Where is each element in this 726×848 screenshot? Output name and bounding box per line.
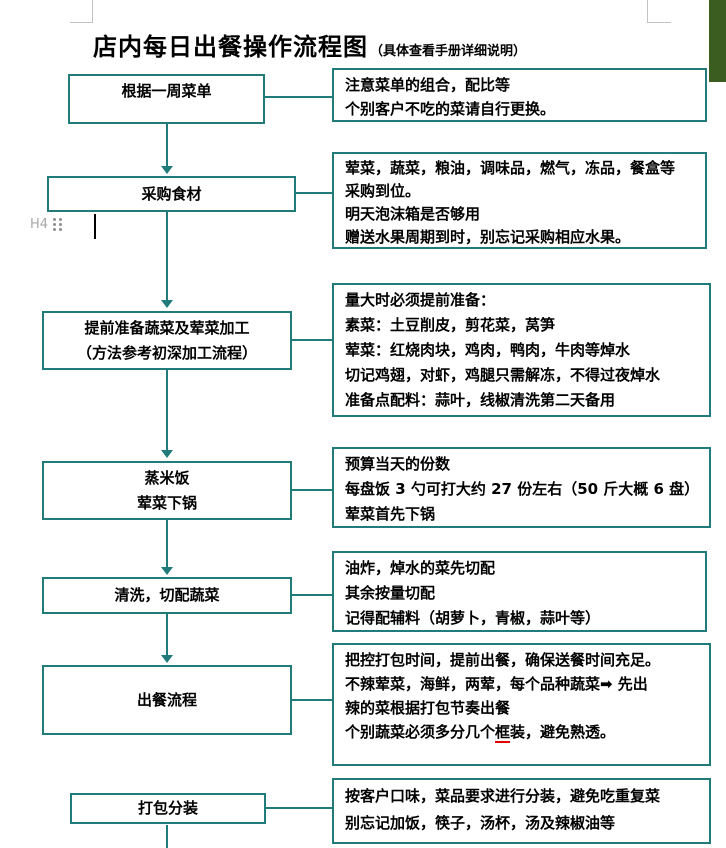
heading-level-marker[interactable]: H4: [30, 217, 49, 232]
note-line: 预算当天的份数: [345, 455, 451, 473]
note-line: 记得配辅料（胡萝卜，青椒，蒜叶等）: [345, 609, 601, 627]
note-box-weekly-menu[interactable]: 注意菜单的组合，配比等 个别客户不吃的菜请自行更换。: [332, 68, 707, 122]
note-line: 个别客户不吃的菜请自行更换。: [345, 100, 556, 118]
note-line: 按客户口味，菜品要求进行分装，避免吃重复菜: [345, 787, 661, 805]
title-subtitle: （具体查看手册详细说明）: [370, 44, 527, 59]
note-line: 切记鸡翅，对虾，鸡腿只需解冻，不得过夜焯水: [345, 366, 661, 384]
flow-step-weekly-menu[interactable]: 根据一周菜单: [68, 74, 265, 124]
down-arrow-connector: [160, 370, 174, 458]
note-line: 荤菜首先下锅: [345, 505, 436, 523]
crop-mark-right-vertical: [647, 0, 648, 22]
horizontal-connector: [265, 96, 332, 98]
note-line: 个别蔬菜必须多分几个框装，避免熟透。: [345, 720, 698, 744]
drag-handle-icon[interactable]: [53, 218, 62, 231]
flow-step-label: 出餐流程: [136, 690, 197, 709]
note-line: 油炸，焯水的菜先切配: [345, 559, 496, 577]
horizontal-connector: [292, 339, 332, 341]
flow-step-label: 打包分装: [137, 799, 198, 817]
dot: [59, 223, 62, 226]
note-line: 其余按量切配: [345, 584, 436, 602]
flow-step-label: 采购食材: [141, 184, 202, 203]
flow-step-serve[interactable]: 出餐流程: [42, 665, 292, 735]
note-line: 每盘饭 3 勺可打大约 27 份左右（50 斤大概 6 盘）: [345, 480, 700, 498]
note-line: 荤菜：红烧肉块，鸡肉，鸭肉，牛肉等焯水: [345, 341, 631, 359]
arrowhead-icon: [161, 450, 173, 458]
horizontal-connector: [292, 489, 332, 491]
arrowhead-icon: [161, 567, 173, 575]
flow-step-label: 清洗，切配蔬菜: [114, 586, 220, 604]
page-title: 店内每日出餐操作流程图 （具体查看手册详细说明）: [93, 27, 526, 62]
horizontal-connector: [296, 192, 332, 194]
flow-step-label: 蒸米饭: [144, 468, 190, 487]
text-cursor: [94, 214, 96, 239]
horizontal-connector: [292, 594, 332, 596]
dot: [53, 228, 56, 231]
horizontal-connector: [266, 807, 332, 809]
flow-step-prep[interactable]: 提前准备蔬菜及荤菜加工 （方法参考初深加工流程）: [42, 311, 292, 370]
dot: [59, 218, 62, 221]
arrowhead-icon: [161, 300, 173, 308]
note-box-pack[interactable]: 按客户口味，菜品要求进行分装，避免吃重复菜 别忘记加饭，筷子，汤杯，汤及辣椒油等: [332, 778, 711, 844]
note-box-cook-rice[interactable]: 预算当天的份数 每盘饭 3 勺可打大约 27 份左右（50 斤大概 6 盘） 荤…: [332, 447, 711, 528]
dot: [53, 218, 56, 221]
down-arrow-connector: [160, 520, 174, 575]
note-line: 赠送水果周期到时，别忘记采购相应水果。: [345, 228, 631, 246]
down-arrow-connector: [160, 212, 174, 308]
flow-step-label: 荤菜下锅: [136, 493, 197, 512]
flow-step-label: 根据一周菜单: [121, 82, 212, 100]
note-line: 采购到位。: [345, 182, 421, 200]
note-line: 不辣荤菜，海鲜，两荤，每个品种蔬菜➡ 先出: [345, 675, 648, 693]
flow-step-label: 提前准备蔬菜及荤菜加工: [84, 318, 250, 337]
note-line: 把控打包时间，提前出餐，确保送餐时间充足。: [345, 651, 661, 669]
flow-step-wash-cut[interactable]: 清洗，切配蔬菜: [42, 577, 292, 614]
note-line: 注意菜单的组合，配比等: [345, 76, 511, 94]
arrowhead-icon: [161, 655, 173, 663]
note-line: 准备点配料：蒜叶，线椒清洗第二天备用: [345, 391, 616, 409]
flow-step-label: （方法参考初深加工流程）: [76, 343, 257, 362]
dot: [59, 228, 62, 231]
note-segment: 装，避免熟透。: [510, 723, 616, 741]
horizontal-connector: [292, 699, 332, 701]
note-line: 量大时必须提前准备：: [345, 291, 496, 309]
crop-mark-right-horizontal: [647, 22, 671, 23]
arrowhead-icon: [161, 166, 173, 174]
note-box-serve[interactable]: 把控打包时间，提前出餐，确保送餐时间充足。 不辣荤菜，海鲜，两荤，每个品种蔬菜➡…: [332, 643, 711, 766]
note-box-purchase[interactable]: 荤菜，蔬菜，粮油，调味品，燃气，冻品，餐盒等 采购到位。 明天泡沫箱是否够用 赠…: [332, 152, 707, 249]
flow-step-pack[interactable]: 打包分装: [70, 793, 266, 824]
down-arrow-connector: [160, 614, 174, 663]
note-line: 素菜：土豆削皮，剪花菜，莴笋: [345, 316, 556, 334]
note-box-wash-cut[interactable]: 油炸，焯水的菜先切配 其余按量切配 记得配辅料（胡萝卜，青椒，蒜叶等）: [332, 551, 707, 632]
flow-step-purchase[interactable]: 采购食材: [47, 176, 296, 212]
note-line: 明天泡沫箱是否够用: [345, 205, 481, 223]
note-line: 别忘记加饭，筷子，汤杯，汤及辣椒油等: [345, 814, 616, 832]
note-line: 荤菜，蔬菜，粮油，调味品，燃气，冻品，餐盒等: [345, 159, 676, 177]
flow-step-cook-rice[interactable]: 蒸米饭 荤菜下锅: [42, 461, 292, 520]
scrollbar-thumb[interactable]: [709, 0, 726, 82]
note-box-prep[interactable]: 量大时必须提前准备： 素菜：土豆削皮，剪花菜，莴笋 荤菜：红烧肉块，鸡肉，鸭肉，…: [332, 283, 711, 417]
spellcheck-underlined-word: 框: [495, 723, 511, 743]
crop-mark-left-vertical: [92, 0, 93, 22]
connector-line-bottom: [166, 825, 168, 848]
note-line: 辣的菜根据打包节奏出餐: [345, 699, 511, 717]
down-arrow-connector: [160, 124, 174, 174]
title-text: 店内每日出餐操作流程图: [93, 33, 368, 61]
crop-mark-left-horizontal: [70, 22, 93, 23]
dot: [53, 223, 56, 226]
note-segment: 个别蔬菜必须多分几个: [345, 723, 496, 741]
